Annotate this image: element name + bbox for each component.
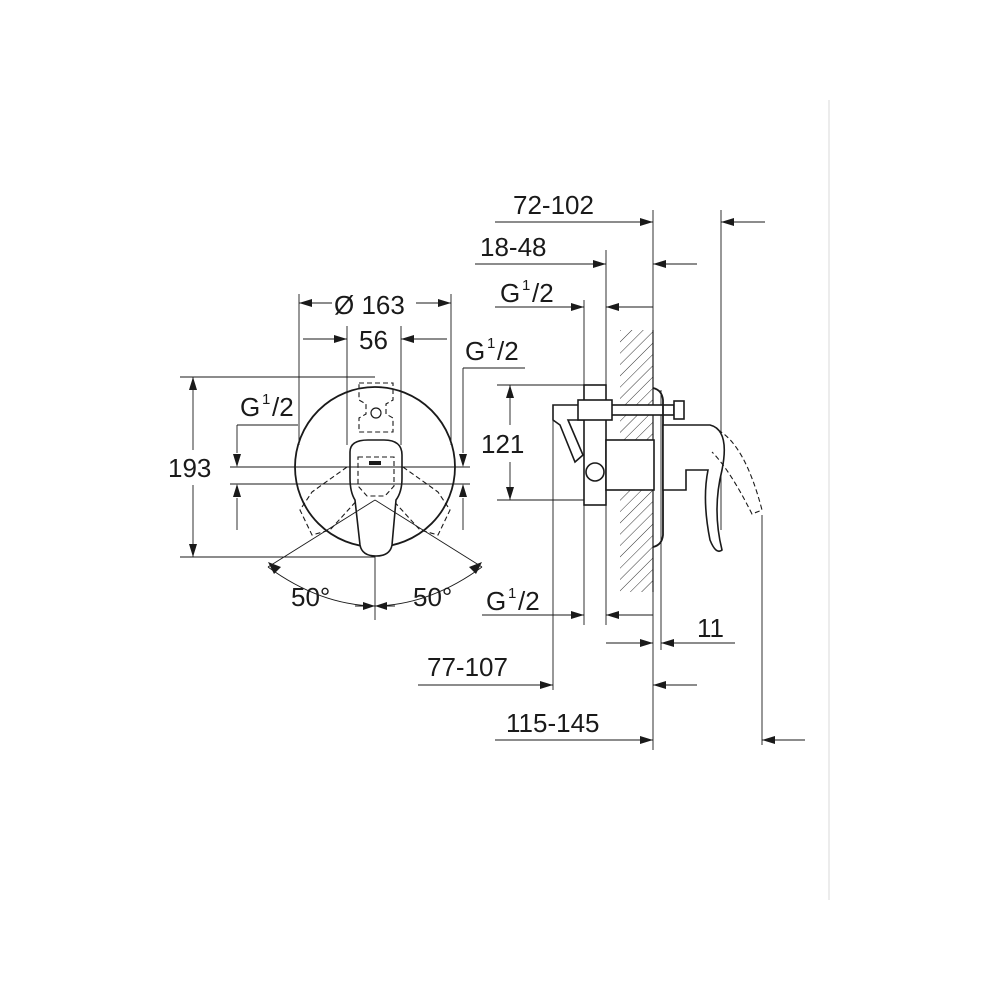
handle-rotated-left: [299, 466, 361, 536]
front-view: Ø 163 56 193 G 1 /2 G 1 /2: [168, 290, 525, 620]
thread-side-top-sup: 1: [522, 277, 530, 294]
thread-top-right-sup: 1: [487, 335, 495, 352]
thread-side-bottom-sub: /2: [518, 586, 540, 616]
handle-inner-outline: [357, 456, 395, 497]
handle-side-rotated: [711, 429, 763, 515]
handle-side-profile: [662, 424, 726, 553]
thread-top-right-base: G: [465, 336, 485, 366]
depth-18-48-label: 18-48: [480, 232, 547, 262]
depth-115-145-label: 115-145: [506, 708, 600, 738]
thread-side-bottom-sup: 1: [508, 585, 516, 602]
valve-cartridge: [605, 439, 655, 491]
thread-side-top-sub: /2: [532, 278, 554, 308]
diameter-label: Ø 163: [334, 290, 405, 320]
angle-left-label: 50°: [291, 582, 330, 612]
thread-left-base: G: [240, 392, 260, 422]
handle-rotated-right: [389, 466, 451, 536]
plate-thickness-label: 11: [697, 613, 724, 643]
thread-top-right-sub: /2: [497, 336, 519, 366]
thread-left-sup: 1: [262, 391, 270, 408]
outlet-height-label: 121: [481, 429, 524, 459]
angle-right-label: 50°: [413, 582, 452, 612]
thread-left-sub: /2: [272, 392, 294, 422]
inlet-port: [585, 462, 605, 482]
diverter-knob: [370, 407, 382, 419]
handle-width-label: 56: [359, 325, 388, 355]
diverter-outline: [358, 382, 394, 433]
depth-72-102-label: 72-102: [513, 190, 594, 220]
diverter-cap: [673, 400, 685, 420]
lever-handle: [349, 439, 403, 557]
height-label: 193: [168, 453, 211, 483]
thread-side-top-base: G: [500, 278, 520, 308]
side-view: 72-102 18-48 G 1 /2 121 G 1 /2: [418, 190, 805, 750]
mounting-bracket: [577, 399, 613, 421]
handle-logo: [369, 461, 381, 465]
thread-side-bottom-base: G: [486, 586, 506, 616]
depth-77-107-label: 77-107: [427, 652, 508, 682]
